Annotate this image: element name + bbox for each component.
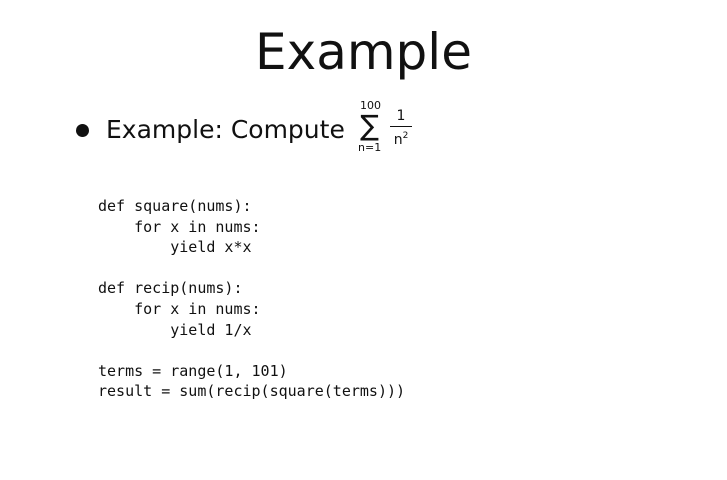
sigma-icon: ∑ [360,109,379,142]
sum-upper-limit: 100 [360,99,381,112]
code-line: terms = range(1, 101) [98,361,288,380]
denominator-base: n [393,132,403,148]
summation-formula: 100 ∑ n=1 1 n2 [356,100,436,160]
fraction-denominator: n2 [390,128,412,148]
code-line: yield x*x [98,238,252,257]
bullet-text: Example: Compute [106,115,345,144]
code-line: def square(nums): [98,197,252,215]
sum-lower-limit: n=1 [358,141,382,154]
fraction: 1 n2 [390,108,412,148]
bullet-dot-icon [76,124,89,137]
code-line: def recip(nums): [98,279,243,298]
code-line: result = sum(recip(square(terms))) [98,382,406,401]
code-line: for x in nums: [98,217,261,236]
fraction-numerator: 1 [396,108,406,124]
denominator-exponent: 2 [402,131,409,141]
code-line [98,258,405,279]
code-line [98,340,405,361]
slide-title: Example [255,23,472,81]
bullet-item: Example: Compute 100 ∑ n=1 1 n2 [72,100,672,160]
code-line: yield 1/x [98,320,252,339]
code-block: def square(nums): for x in nums: yield x… [98,196,405,402]
fraction-bar [390,126,412,127]
code-line: for x in nums: [98,299,261,318]
